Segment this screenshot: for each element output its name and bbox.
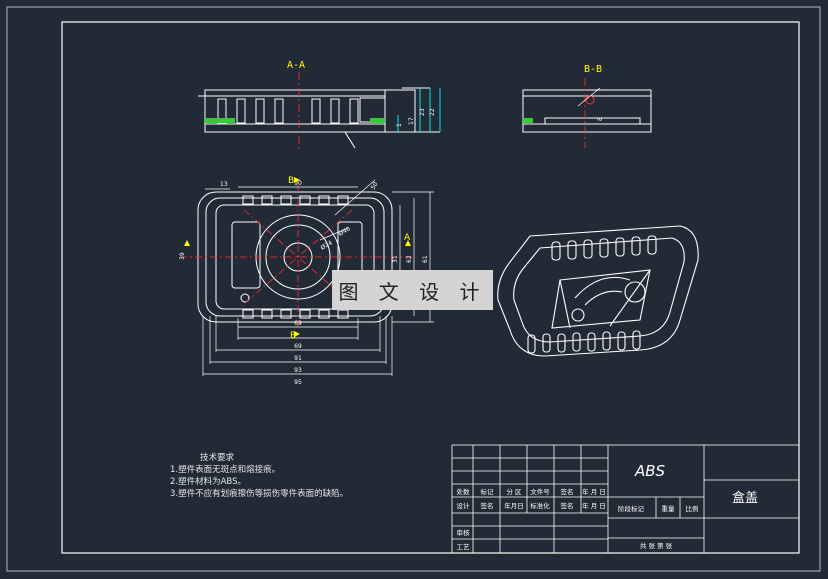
- dim-1: 1: [396, 123, 403, 127]
- requirement-item: 2.塑件材料为ABS。: [170, 477, 247, 487]
- iso-floor: [551, 269, 651, 329]
- tb-h6: 年 月 日: [582, 487, 606, 496]
- tb-s3: 签名: [561, 501, 574, 510]
- tb-r7: 工艺: [457, 543, 471, 551]
- tb-r4: 重量: [662, 505, 676, 513]
- material-label: ABS: [634, 462, 666, 480]
- title-block: [451, 444, 800, 554]
- tb-s1: 签名: [481, 501, 494, 510]
- tb-r5: 比例: [686, 504, 699, 513]
- cut-label-b-top: B: [288, 176, 294, 186]
- section-aa: [198, 87, 441, 149]
- section-bb: [522, 89, 652, 133]
- dim-61: 61: [422, 255, 429, 263]
- iso-top-slots: [551, 235, 657, 261]
- section-aa-label: A-A: [287, 60, 305, 71]
- tb-h3: 分 区: [506, 487, 522, 496]
- dim-93: 93: [294, 367, 302, 374]
- rib-slots: [217, 98, 359, 124]
- cut-label-b-bottom: B: [290, 331, 296, 341]
- requirement-item: 3.塑件不应有划痕擦伤等损伤零件表面的缺陷。: [170, 489, 349, 499]
- cut-arrow-bottom: [294, 331, 300, 337]
- tb-r6: 审核: [457, 528, 471, 537]
- tb-h4: 文件号: [530, 487, 550, 496]
- cut-arrow-left: [184, 240, 190, 246]
- dim-13: 13: [220, 181, 228, 188]
- technical-requirements: 技术要求 1.塑件表面无斑点和熔接痕。 2.塑件材料为ABS。 3.塑件不应有划…: [170, 452, 348, 500]
- dim-22: 22: [429, 108, 436, 116]
- dim-24: Ø24: [320, 239, 334, 251]
- iso-hole-small: [571, 308, 585, 322]
- dim-23: 23: [419, 108, 426, 116]
- cut-arrow-top: [294, 177, 300, 183]
- part-name: 盒盖: [732, 490, 758, 506]
- tb-r2: 标准化: [530, 501, 550, 510]
- dim-39: 39: [179, 252, 186, 260]
- dim-69a: 69: [294, 320, 302, 327]
- tb-r1: 设计: [457, 501, 471, 510]
- iso-rib-2: [609, 269, 651, 327]
- section-bb-hole: [585, 95, 595, 105]
- tb-r8: 共 张 第 张: [640, 541, 673, 550]
- dim-62: 62: [406, 255, 413, 263]
- requirement-item: 1.塑件表面无斑点和熔接痕。: [170, 465, 281, 475]
- requirements-title: 技术要求: [200, 453, 235, 463]
- iso-rib-1: [559, 279, 571, 329]
- dim-90: 90: [294, 180, 302, 187]
- tb-r3: 阶段标记: [618, 504, 645, 513]
- outer-border: [6, 6, 821, 572]
- section-hatch-left: [205, 118, 235, 123]
- iso-arc-1: [574, 276, 631, 299]
- dim-31: 31: [392, 255, 399, 263]
- drawing-frame: [61, 21, 800, 554]
- title-block-text: 标记 处数 分 区 文件号 签名 年 月 日 设计 签名 年月日 标准化 签名 …: [457, 487, 699, 551]
- dim-69: 69: [294, 343, 302, 350]
- corner-hole: [240, 293, 250, 303]
- iso-hole: [624, 281, 646, 303]
- isometric-view: [497, 225, 699, 357]
- dim-95: 95: [294, 379, 302, 386]
- watermark: 图 文 设 计: [332, 270, 493, 310]
- section-bb-hatch: [523, 118, 533, 123]
- plan-radials: [180, 185, 412, 330]
- tb-h2: 处数: [457, 487, 471, 496]
- iso-arc-2: [584, 290, 623, 306]
- tb-s2: 年月日: [504, 501, 524, 510]
- dim-40: Ø40: [338, 225, 352, 237]
- section-hatch-right: [370, 118, 385, 123]
- dim-91: 91: [294, 355, 302, 362]
- left-pocket: [231, 221, 261, 289]
- dim-50: 50: [370, 181, 380, 191]
- top-slots: [242, 195, 349, 205]
- section-bb-label: B-B: [584, 64, 602, 75]
- iso-outer: [497, 225, 699, 357]
- leader-bb: [577, 87, 601, 107]
- dim-17: 17: [408, 117, 415, 125]
- iso-bottom-slots: [527, 330, 641, 354]
- cut-label-a: A: [404, 233, 411, 243]
- iso-rim: [513, 237, 685, 343]
- tb-h1: 标记: [481, 487, 495, 496]
- tb-h5: 签名: [561, 487, 574, 496]
- bottom-slots: [242, 309, 349, 319]
- tb-s4: 年 月 日: [582, 501, 606, 510]
- dim-8: 8: [597, 117, 604, 121]
- cut-arrow-right: [405, 240, 411, 246]
